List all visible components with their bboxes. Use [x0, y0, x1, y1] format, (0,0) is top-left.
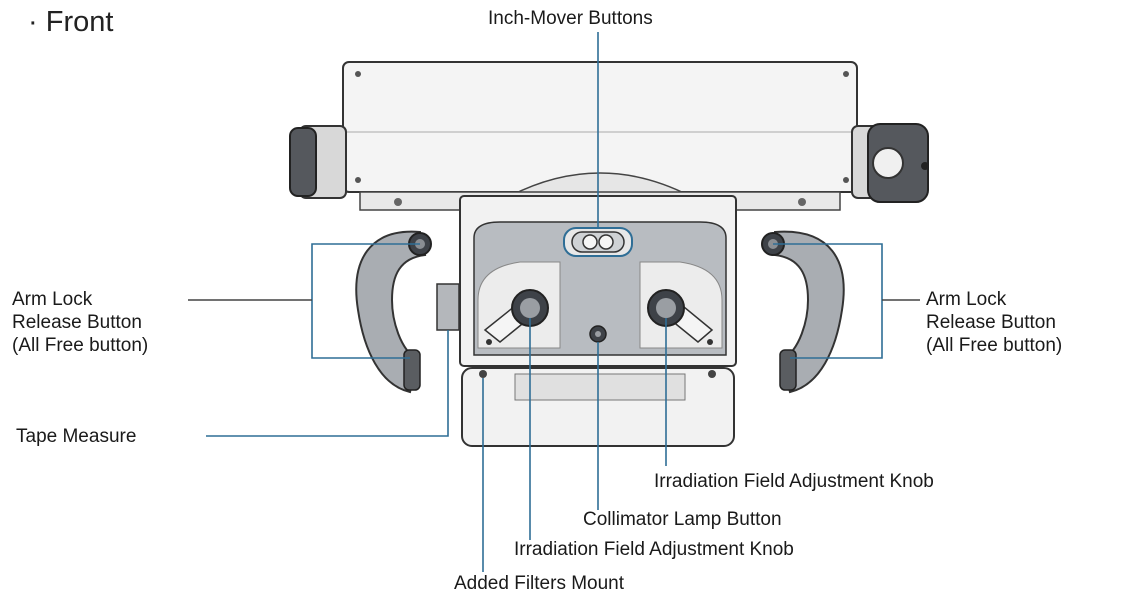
- right-drum: [851, 123, 929, 203]
- label-arm-lock-right-line1: Arm Lock: [926, 289, 1007, 310]
- inch-mover-buttons[interactable]: [563, 227, 633, 257]
- leader-tape-measure: [206, 330, 449, 437]
- label-irradiation-knob-left: Irradiation Field Adjustment Knob: [514, 539, 794, 560]
- housing-dome: [509, 172, 691, 197]
- label-arm-lock-right: Arm Lock Release Button (All Free button…: [926, 288, 1062, 357]
- label-arm-lock-left-line1: Arm Lock: [12, 289, 93, 310]
- leader-arm-lock-right: [773, 243, 883, 359]
- collimator-lamp-button[interactable]: [589, 325, 607, 343]
- label-arm-lock-right-line2: Release Button: [926, 312, 1056, 333]
- leader-lines: [188, 32, 920, 572]
- heading-text: Front: [45, 6, 114, 38]
- label-arm-lock-left-line2: Release Button: [12, 312, 142, 333]
- label-irradiation-knob-right: Irradiation Field Adjustment Knob: [654, 471, 934, 492]
- label-arm-lock-left-line3: (All Free button): [12, 335, 149, 356]
- heading-bullet: ·: [28, 6, 38, 38]
- label-tape-measure: Tape Measure: [16, 426, 137, 447]
- irradiation-knob-right[interactable]: [647, 289, 714, 343]
- left-drum: [289, 125, 347, 199]
- label-collimator-lamp-button: Collimator Lamp Button: [583, 509, 782, 530]
- label-added-filters-mount: Added Filters Mount: [454, 573, 625, 594]
- leader-arm-lock-left: [311, 243, 420, 359]
- label-arm-lock-left: Arm Lock Release Button (All Free button…: [12, 288, 148, 357]
- page-title: · Front: [28, 4, 113, 40]
- label-arm-lock-right-line3: (All Free button): [926, 335, 1063, 356]
- tape-measure[interactable]: [436, 283, 460, 331]
- label-inch-mover-buttons: Inch-Mover Buttons: [488, 8, 653, 29]
